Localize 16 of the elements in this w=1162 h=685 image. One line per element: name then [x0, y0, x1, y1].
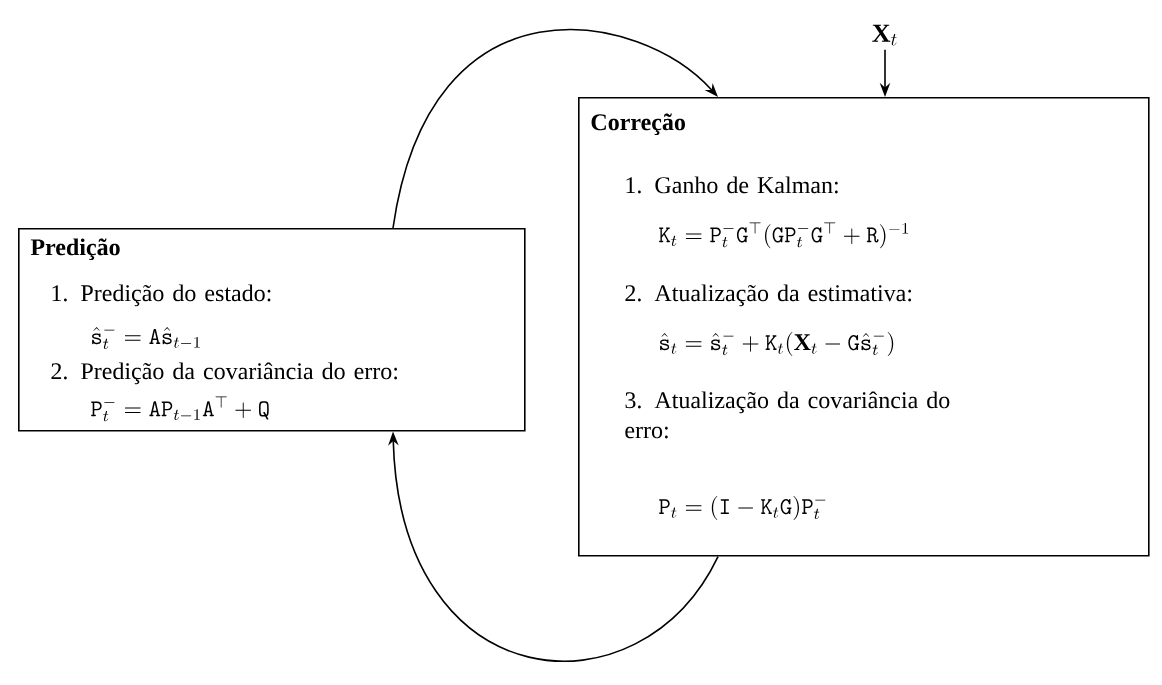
- list-item: 2. Predição da covariância do erro:: [51, 362, 397, 385]
- box-heading: Predição: [30, 238, 120, 261]
- list-item: 1. Predição do estado:: [52, 284, 271, 307]
- formula: $\hat{\mathtt{s}}_t = \hat{\mathtt{s}}_t^- + \mathtt{K}_t(\mathbf{X}_t - \mathtt{G}\hat{\mathtt{s}}_t^-)$: [660, 332, 894, 356]
- arrow: [392, 28, 718, 229]
- formula: $\mathtt{P}_t^- = \mathtt{A}\mathtt{P}_{t-1}\mathtt{A}^\top + \mathtt{Q}$: [91, 396, 269, 422]
- formula: $\hat{\mathtt{s}}_t^- = \mathtt{A}\hat{\mathtt{s}}_{t-1}$: [92, 327, 200, 349]
- process-box: [18, 228, 526, 432]
- process-box: [578, 97, 1150, 557]
- variable-label: $\mathbf{X}_t$: [872, 24, 897, 46]
- list-item: 3. Atualização da covariância do erro:: [625, 391, 950, 439]
- list-item: 1. Ganho de Kalman:: [626, 176, 838, 194]
- formula: $\mathtt{K}_t = \mathtt{P}_t^-\mathtt{G}^\top(\mathtt{G}\mathtt{P}_t^-\mathtt{G}^\top + \mathtt{R})^{-1}$: [659, 222, 909, 249]
- box-heading: Correção: [591, 113, 685, 136]
- formula: $\mathtt{P}_t = (\mathtt{I} - \mathtt{K}_t\mathtt{G})\mathtt{P}_t^-$: [659, 496, 826, 520]
- list-item: 2. Atualização da estimativa:: [625, 284, 912, 307]
